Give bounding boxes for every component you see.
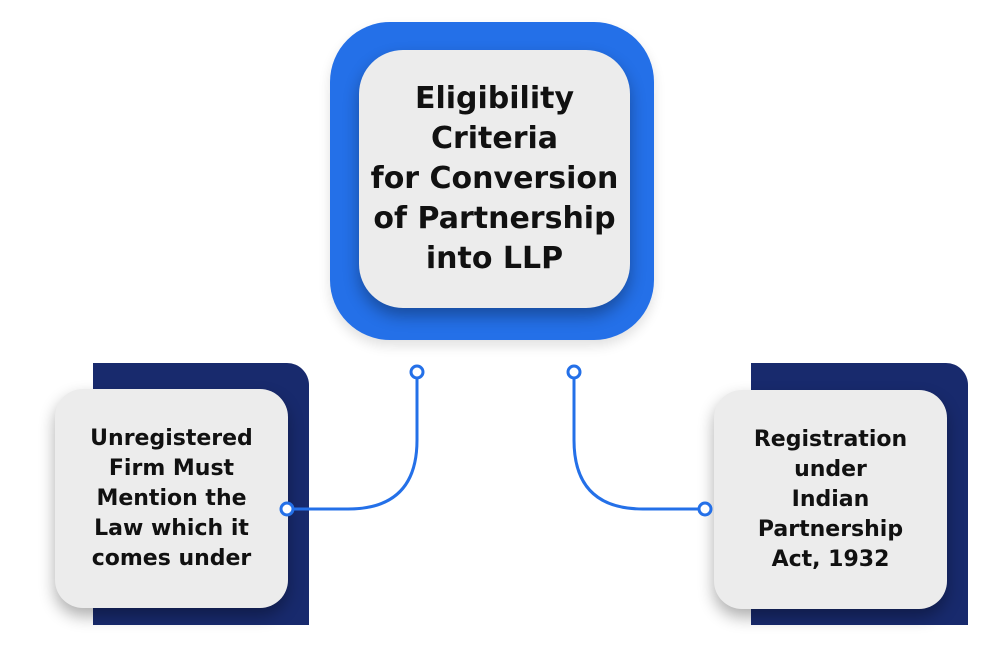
left-connector-top-dot <box>409 364 425 380</box>
left-connector-line <box>289 378 419 511</box>
right-connector-line <box>572 378 700 511</box>
center-node-text: Eligibility Criteria for Conversion of P… <box>370 81 619 276</box>
right-node: Registration under Indian Partnership Ac… <box>714 390 947 609</box>
left-node-text: Unregistered Firm Must Mention the Law w… <box>90 425 253 571</box>
center-node: Eligibility Criteria for Conversion of P… <box>359 50 630 308</box>
left-node: Unregistered Firm Must Mention the Law w… <box>55 389 288 608</box>
right-connector-end-dot <box>697 501 713 517</box>
right-node-text: Registration under Indian Partnership Ac… <box>753 426 908 572</box>
right-connector-top-dot <box>566 364 582 380</box>
left-connector-end-dot <box>279 501 295 517</box>
